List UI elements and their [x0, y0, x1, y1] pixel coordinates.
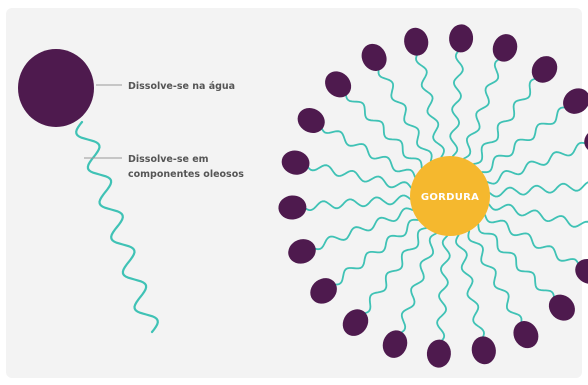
micelle-tail	[361, 227, 427, 315]
micelle-head	[278, 195, 307, 220]
micelle-tail	[473, 77, 539, 165]
micelle-tail	[302, 194, 411, 211]
micelle-tail	[415, 51, 445, 158]
micelle-tail	[455, 234, 485, 341]
micelle-head	[288, 239, 316, 264]
micelle-head	[531, 56, 558, 83]
micelle	[278, 24, 588, 368]
micelle-head	[281, 150, 310, 175]
fat-label: GORDURA	[421, 192, 479, 203]
hydrophilic-head	[18, 49, 94, 127]
micelle-head	[449, 24, 474, 53]
micelle-tail	[481, 106, 569, 174]
hydrophobic-tail	[75, 120, 159, 334]
micelle-tail	[477, 223, 555, 301]
micelle-tail	[489, 181, 588, 198]
single-molecule	[18, 49, 159, 334]
micelle-head	[563, 88, 588, 114]
tail-label-line1: Dissolve-se em	[128, 154, 209, 165]
micelle-head	[342, 309, 369, 336]
head-label: Dissolve-se na água	[128, 81, 235, 92]
micelle-tail	[463, 57, 503, 160]
micelle-tail	[397, 232, 437, 335]
fat-core	[410, 156, 490, 236]
micelle-head	[548, 294, 575, 321]
micelle-head	[297, 108, 325, 133]
micelle-tail	[305, 164, 412, 189]
micelle-tail	[331, 218, 419, 286]
micelle-head	[584, 128, 588, 153]
micelle-tail	[486, 141, 588, 185]
micelle-tail	[377, 66, 433, 162]
micelle-tail	[436, 235, 451, 344]
micelle-tail	[467, 230, 523, 326]
micelle-tail	[484, 214, 580, 268]
micelle-head	[426, 339, 451, 368]
micelle-tail	[449, 48, 464, 157]
micelle-head	[575, 259, 588, 284]
micelle-head	[471, 336, 496, 365]
micelle-head	[404, 27, 429, 56]
micelle-head	[513, 321, 539, 349]
micelle-head	[361, 43, 387, 71]
micelle-tail	[311, 207, 414, 251]
micelle-head	[492, 34, 518, 62]
micelle-head	[310, 278, 337, 304]
micelle-head	[325, 71, 352, 98]
micelle-tail	[488, 203, 588, 228]
micelle-tail	[320, 124, 416, 178]
micelle-tail	[345, 91, 423, 169]
tail-label-line2: componentes oleosos	[128, 169, 244, 180]
micelle-head	[382, 330, 408, 358]
